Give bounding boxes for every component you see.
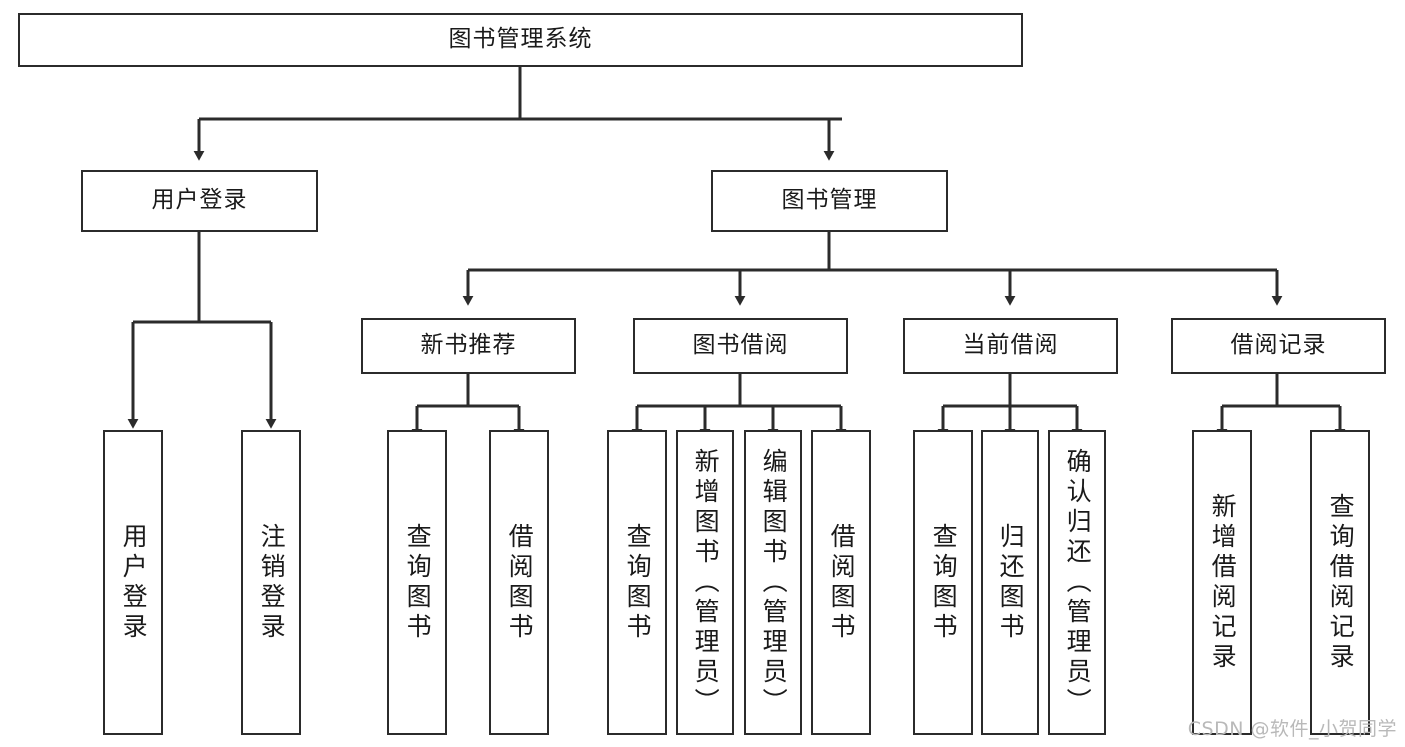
leaf-user-login-login[interactable]: 用户登录 (103, 430, 163, 735)
leaf-user-login-logout[interactable]: 注销登录 (241, 430, 301, 735)
leaf-label: 查询图书 (623, 522, 653, 643)
node-user-login[interactable]: 用户登录 (81, 170, 318, 232)
leaf-current-borrow-return-book[interactable]: 归还图书 (981, 430, 1039, 735)
leaf-new-book-query-book[interactable]: 查询图书 (387, 430, 447, 735)
leaf-label: 编辑图书（管理员） (759, 447, 789, 718)
node-book-borrow[interactable]: 图书借阅 (633, 318, 848, 374)
leaf-label: 查询图书 (403, 522, 433, 643)
leaf-current-borrow-query-book[interactable]: 查询图书 (913, 430, 973, 735)
leaf-label: 借阅图书 (505, 522, 535, 643)
leaf-current-borrow-confirm-return-admin[interactable]: 确认归还（管理员） (1048, 430, 1106, 735)
leaf-label: 查询借阅记录 (1326, 492, 1356, 673)
leaf-label: 新增图书（管理员） (691, 447, 721, 718)
node-root-book-management-system[interactable]: 图书管理系统 (18, 13, 1023, 67)
leaf-new-book-borrow-book[interactable]: 借阅图书 (489, 430, 549, 735)
node-borrow-record[interactable]: 借阅记录 (1171, 318, 1386, 374)
leaf-label: 查询图书 (929, 522, 959, 643)
leaf-label: 确认归还（管理员） (1063, 447, 1093, 718)
leaf-book-borrow-add-book-admin[interactable]: 新增图书（管理员） (676, 430, 734, 735)
leaf-borrow-record-query-record[interactable]: 查询借阅记录 (1310, 430, 1370, 735)
leaf-borrow-record-add-record[interactable]: 新增借阅记录 (1192, 430, 1252, 735)
leaf-book-borrow-query-book[interactable]: 查询图书 (607, 430, 667, 735)
node-new-book-recommend[interactable]: 新书推荐 (361, 318, 576, 374)
node-book-management[interactable]: 图书管理 (711, 170, 948, 232)
leaf-label: 注销登录 (257, 522, 287, 643)
leaf-book-borrow-edit-book-admin[interactable]: 编辑图书（管理员） (744, 430, 802, 735)
leaf-label: 新增借阅记录 (1208, 492, 1238, 673)
leaf-label: 借阅图书 (827, 522, 857, 643)
leaf-label: 用户登录 (119, 522, 149, 643)
leaf-label: 归还图书 (996, 522, 1026, 643)
leaf-book-borrow-borrow-book[interactable]: 借阅图书 (811, 430, 871, 735)
node-current-borrow[interactable]: 当前借阅 (903, 318, 1118, 374)
watermark-text: CSDN @软件_小贺同学 (1187, 718, 1397, 740)
